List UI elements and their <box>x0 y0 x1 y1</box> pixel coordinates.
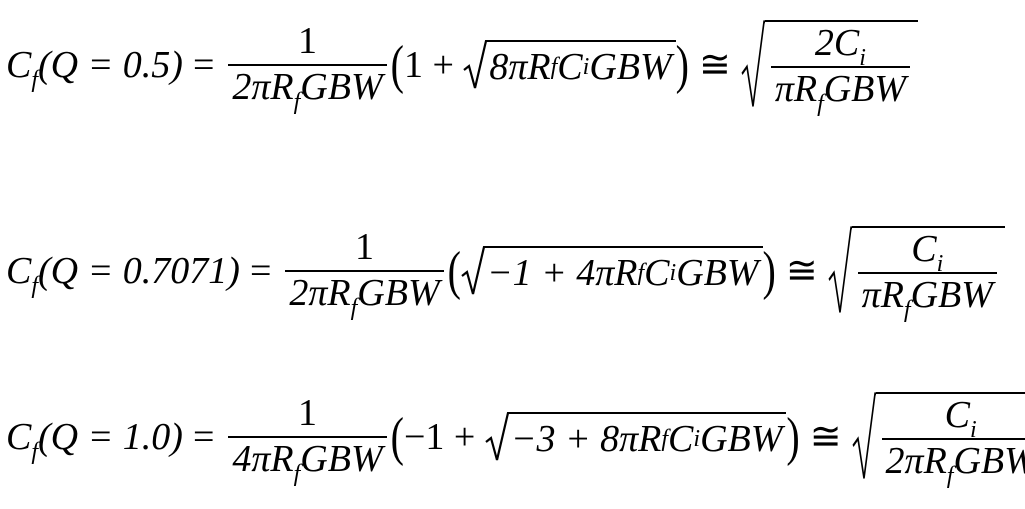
lhs: Cf(Q = 0.7071) <box>6 249 240 298</box>
den-sub: f <box>946 462 954 489</box>
left-paren: ( <box>447 240 461 302</box>
den-part: πR <box>861 273 904 316</box>
radicand-part: C <box>557 45 583 88</box>
rhs-fraction: Ci πRfGBW <box>857 228 997 322</box>
radicand-part: GBW <box>589 45 672 88</box>
coefficient-fraction: 1 4πRfGBW <box>228 392 387 486</box>
den-part: GBW <box>357 271 440 314</box>
fraction-numerator: 2Ci <box>811 22 870 70</box>
fraction-numerator: 1 <box>297 392 317 434</box>
lhs-args: (Q = 0.5) <box>38 43 183 86</box>
den-part: 2πR <box>232 65 294 108</box>
approx-sign: ≅ <box>698 44 731 87</box>
den-part: 4πR <box>232 437 294 480</box>
paren-prefix: 1 + <box>403 43 464 86</box>
approx-sign: ≅ <box>785 250 818 293</box>
left-paren: ( <box>390 34 404 96</box>
num-sub: i <box>859 45 866 71</box>
den-sub: f <box>350 294 358 321</box>
lhs-sub: f <box>31 66 39 93</box>
equals-sign: = <box>192 415 215 458</box>
paren-prefix: −1 + <box>403 415 485 458</box>
den-sub: f <box>293 88 301 115</box>
radical-sign-icon <box>828 226 852 313</box>
lhs-var: C <box>6 43 32 86</box>
num-part: 2C <box>814 22 860 64</box>
lhs-sub: f <box>31 438 39 465</box>
rhs-fraction: 2Ci πRfGBW <box>770 22 911 116</box>
radicand-part: −1 + 4πR <box>486 251 638 294</box>
left-paren: ( <box>390 406 404 468</box>
rhs-square-root: Ci πRfGBW <box>828 226 1005 322</box>
lhs-args: (Q = 1.0) <box>38 415 183 458</box>
den-part: GBW <box>300 65 383 108</box>
den-part: 2πR <box>289 271 351 314</box>
right-paren: ) <box>786 406 800 468</box>
lhs: Cf(Q = 1.0) <box>6 415 183 464</box>
right-paren: ) <box>675 34 689 96</box>
lhs-sub: f <box>31 272 39 299</box>
den-part: GBW <box>910 273 993 316</box>
radical-sign-icon <box>463 39 488 89</box>
rhs-fraction: Ci 2πRfGBW <box>881 394 1025 488</box>
radicand-part: C <box>668 417 694 460</box>
num-sub: i <box>970 417 977 443</box>
den-part: GBW <box>823 67 907 110</box>
num-sub: i <box>936 251 944 277</box>
den-part: πR <box>774 67 818 110</box>
fraction-denominator: 2πRfGBW <box>285 269 444 320</box>
fraction-numerator: Ci <box>941 394 981 442</box>
lhs-var: C <box>6 249 32 292</box>
radical-sign-icon <box>485 411 509 461</box>
radical-sign-icon <box>741 20 765 107</box>
lhs: Cf(Q = 0.5) <box>6 43 183 92</box>
rhs-square-root: 2Ci πRfGBW <box>741 20 919 116</box>
fraction-denominator: 2πRfGBW <box>228 63 387 114</box>
fraction-numerator: 1 <box>297 20 317 62</box>
fraction-denominator: πRfGBW <box>770 65 911 116</box>
num-part: C <box>944 394 970 436</box>
fraction-numerator: 1 <box>354 226 374 268</box>
num-part: C <box>911 228 937 270</box>
radicand-part: GBW <box>676 251 759 294</box>
lhs-args: (Q = 0.7071) <box>38 249 240 292</box>
radical-sign-icon <box>852 392 876 479</box>
equals-sign: = <box>192 43 215 86</box>
radical-sign-icon <box>461 245 485 295</box>
coefficient-fraction: 1 2πRfGBW <box>285 226 444 320</box>
approx-sign: ≅ <box>809 416 842 459</box>
fraction-numerator: Ci <box>907 228 947 276</box>
fraction-denominator: 4πRfGBW <box>228 435 387 486</box>
den-sub: f <box>903 296 911 323</box>
den-part: GBW <box>300 437 383 480</box>
right-paren: ) <box>762 240 776 302</box>
equals-sign: = <box>249 249 272 292</box>
radicand-part: −3 + 8πR <box>510 417 662 460</box>
coefficient-fraction: 1 2πRfGBW <box>228 20 387 114</box>
den-part: GBW <box>953 439 1025 482</box>
fraction-denominator: πRfGBW <box>857 271 997 322</box>
fraction-denominator: 2πRfGBW <box>881 437 1025 488</box>
lhs-var: C <box>6 415 32 458</box>
den-part: 2πR <box>885 439 947 482</box>
den-sub: f <box>817 90 824 117</box>
radicand-part: C <box>644 251 670 294</box>
radicand-part: GBW <box>700 417 783 460</box>
radicand-part: 8πR <box>489 45 551 88</box>
den-sub: f <box>293 460 301 487</box>
rhs-square-root: Ci 2πRfGBW <box>852 392 1025 488</box>
